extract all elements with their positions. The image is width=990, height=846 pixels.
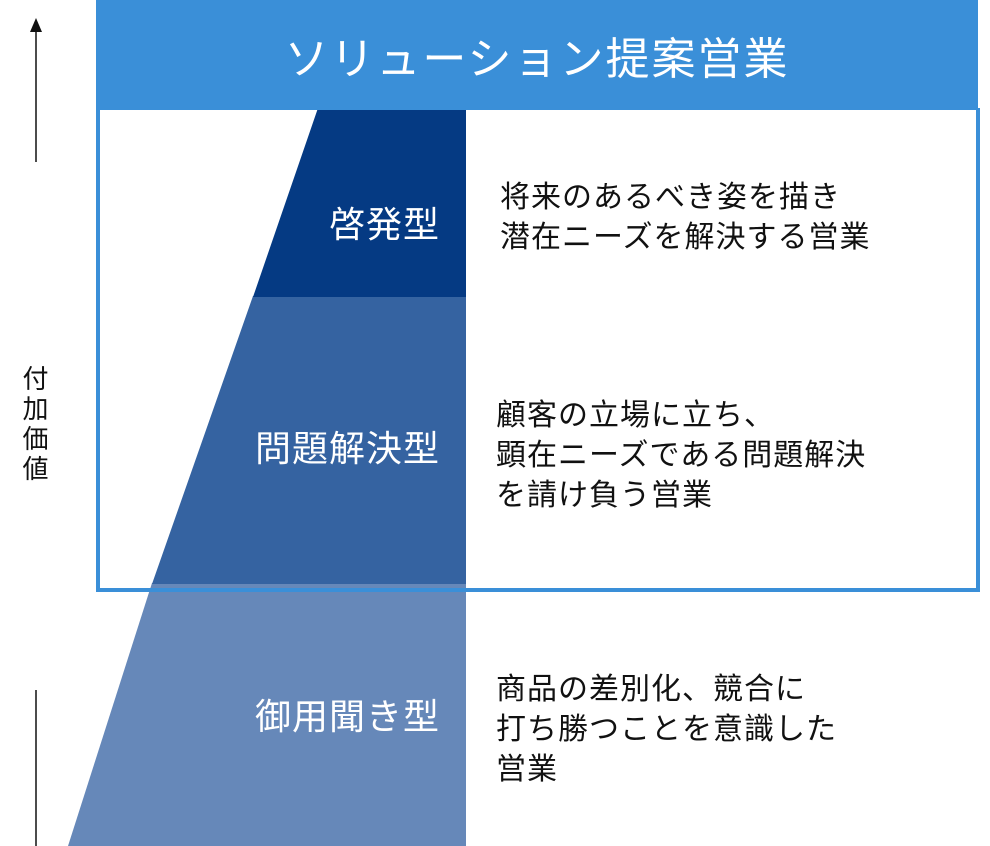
level-label-top: 啓発型 <box>328 205 440 246</box>
axis-arrow-head-icon <box>30 18 42 32</box>
solution-frame <box>96 108 980 592</box>
level-shape-bottom <box>68 583 466 846</box>
level-label-middle: 問題解決型 <box>254 429 440 470</box>
level-label-bottom: 御用聞き型 <box>254 697 440 738</box>
level-description-middle: 顧客の立場に立ち、 顕在ニーズである問題解決 を請け負う営業 <box>496 398 867 513</box>
level-description-bottom: 商品の差別化、競合に 打ち勝つことを意識した 営業 <box>496 672 837 787</box>
level-shape-middle <box>152 296 466 584</box>
header-bar: ソリューション提案営業 <box>96 0 978 110</box>
level-shape-top <box>253 108 466 297</box>
level-description-top: 将来のあるべき姿を描き 潜在ニーズを解決する営業 <box>500 180 871 255</box>
axis-label: 付加価値 <box>18 365 48 485</box>
header-title: ソリューション提案営業 <box>284 34 790 85</box>
